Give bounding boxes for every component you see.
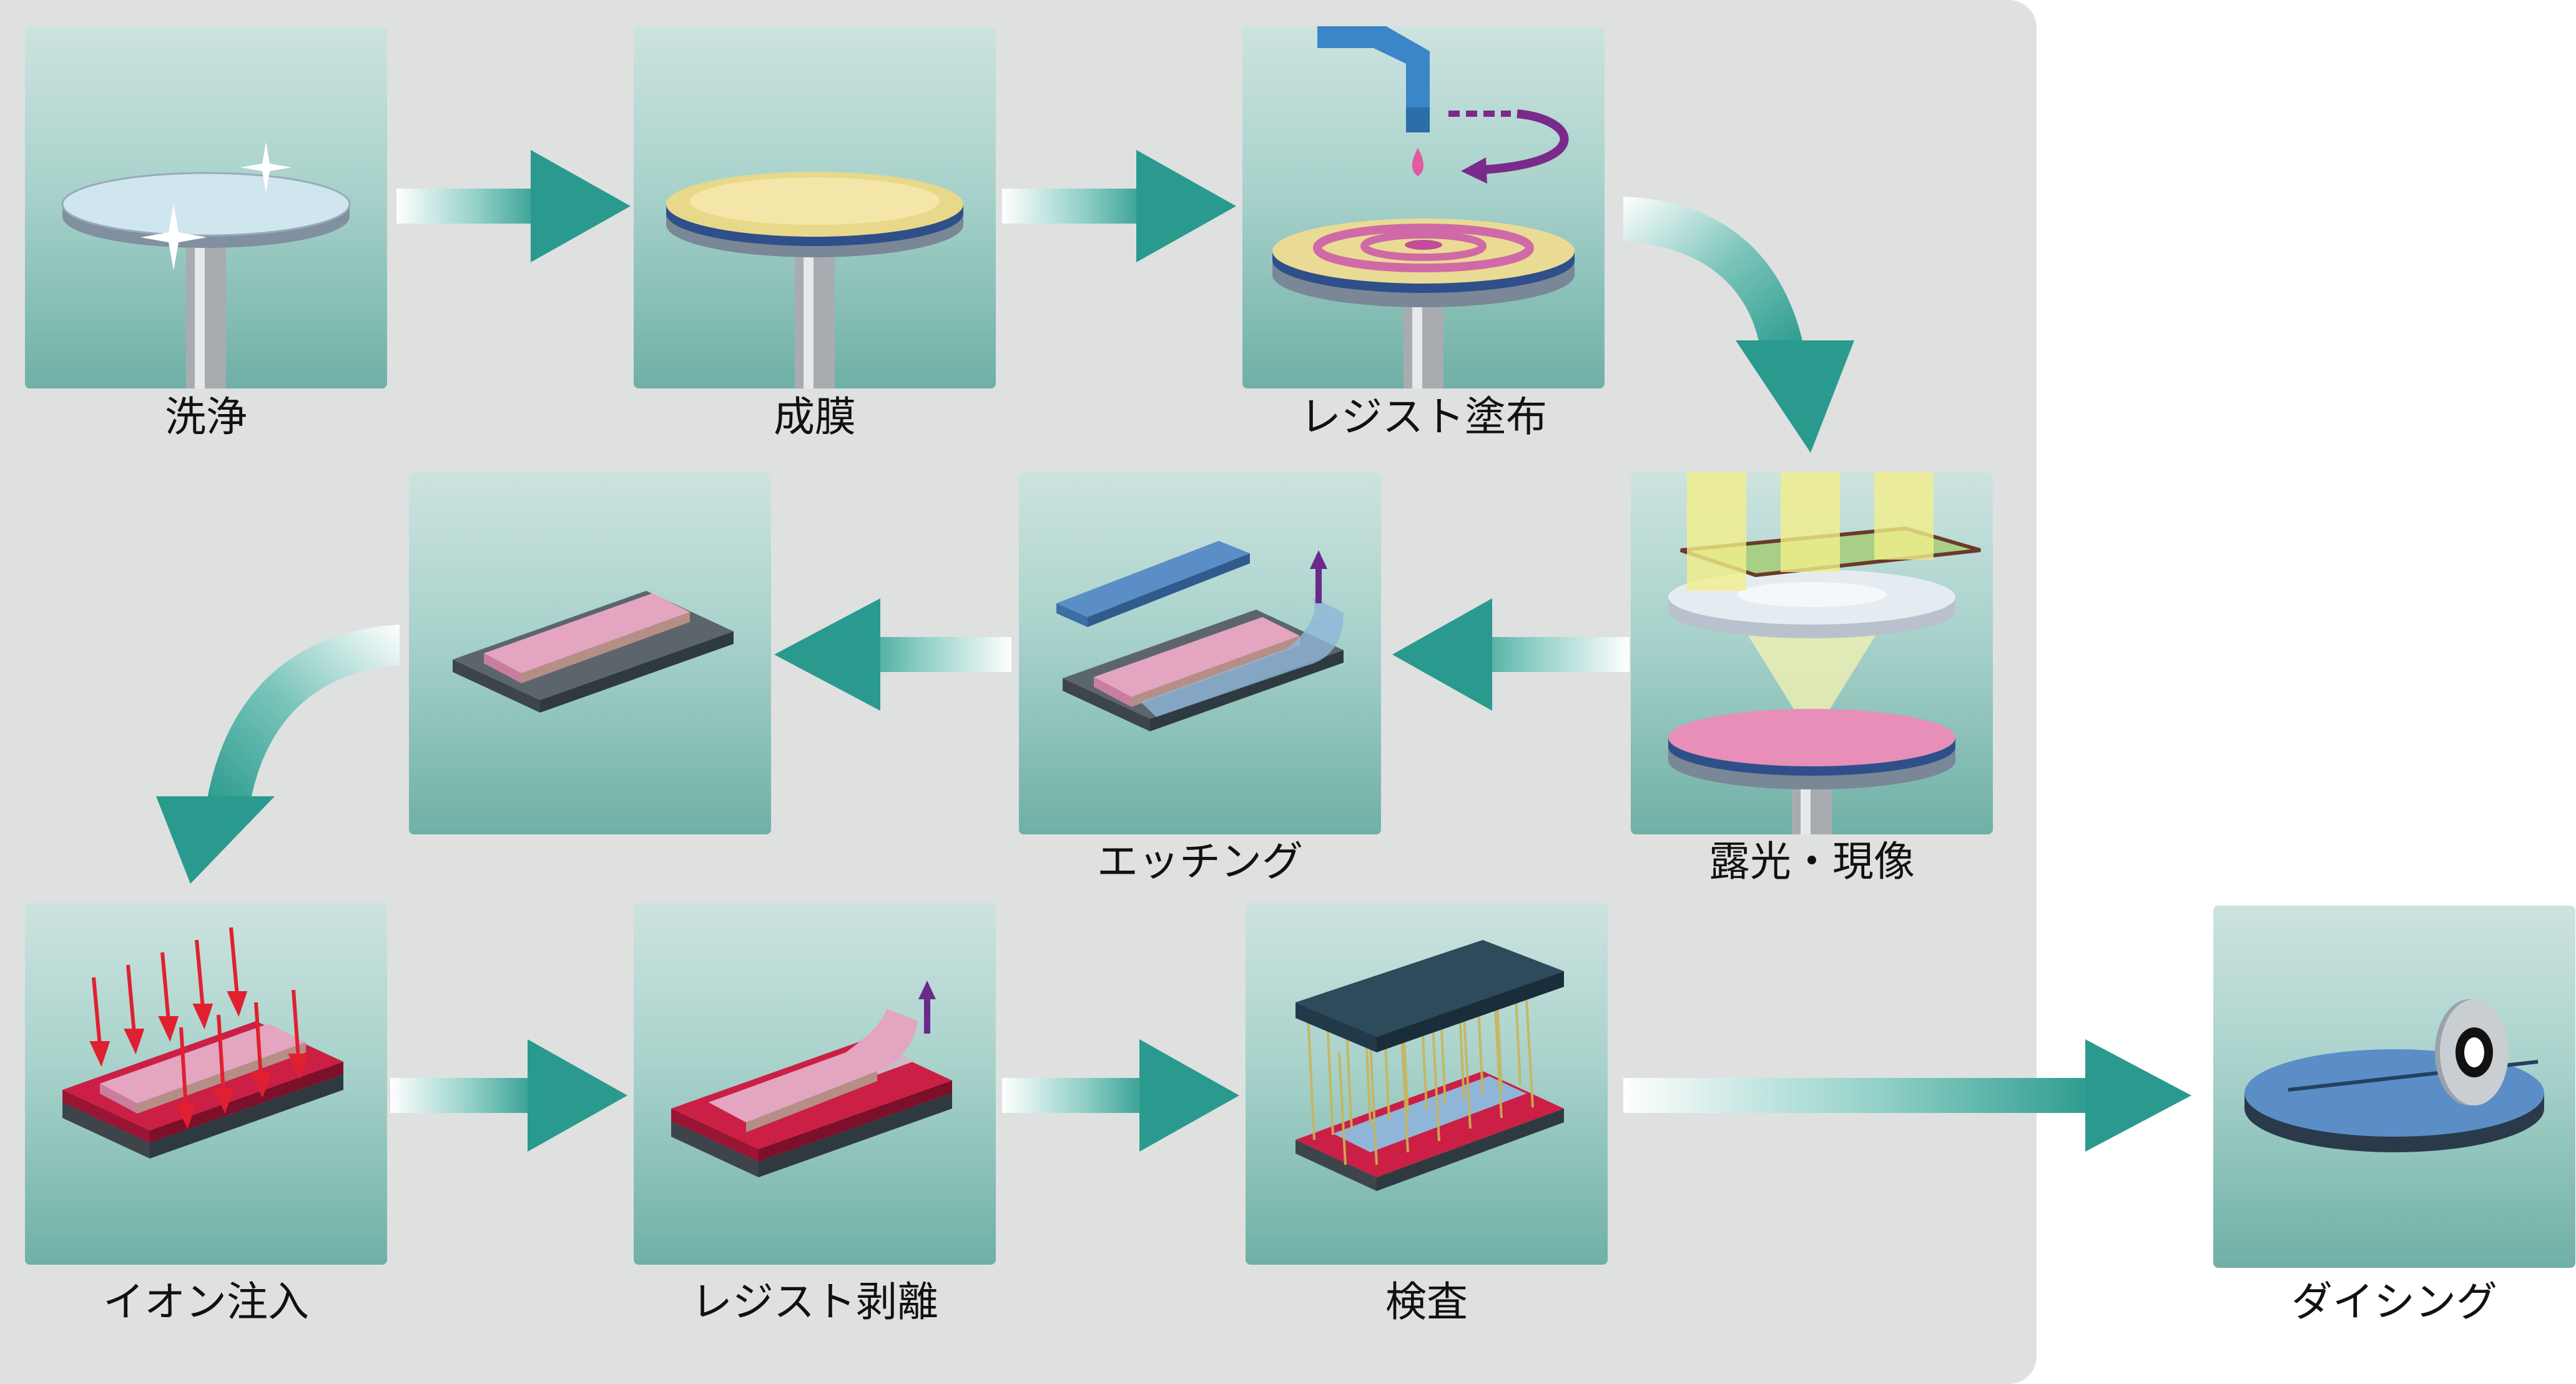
label-inspection: 検査 [1385, 1278, 1468, 1326]
tile-dicing [2213, 906, 2575, 1268]
arrow-etching-to-unlabeled [774, 598, 1011, 711]
label-dicing: ダイシング [2291, 1278, 2497, 1326]
label-cleaning: 洗浄 [165, 393, 247, 441]
tile-deposition [634, 26, 996, 388]
tile-patterned-layer [409, 472, 771, 834]
arrow-exposure-to-etching [1392, 598, 1630, 711]
arrow-stripping-to-inspection [1002, 1039, 1239, 1152]
arrow-inspection-to-dicing [1623, 1039, 2191, 1152]
tile-resist-stripping [634, 902, 996, 1265]
arrow-cleaning-to-deposition [396, 150, 631, 262]
arrow-coating-to-exposure [1623, 197, 1854, 453]
tile-exposure-development [1631, 472, 1993, 834]
tile-inspection [1246, 902, 1608, 1265]
tile-cleaning [25, 26, 387, 388]
tile-ion-implantation [25, 902, 387, 1265]
label-ion-implantation: イオン注入 [103, 1278, 309, 1326]
arrow-implantation-to-stripping [390, 1039, 627, 1152]
label-exposure-development: 露光・現像 [1709, 838, 1915, 886]
label-deposition: 成膜 [774, 393, 856, 441]
label-resist-coating: レジスト塗布 [1300, 393, 1547, 441]
tile-etching [1019, 472, 1381, 834]
tile-resist-coating [1242, 26, 1605, 388]
label-etching: エッチング [1097, 838, 1303, 886]
arrow-unlabeled-to-implantation [156, 625, 400, 884]
label-resist-stripping: レジスト剥離 [691, 1278, 938, 1326]
arrow-deposition-to-coating [1002, 150, 1236, 262]
